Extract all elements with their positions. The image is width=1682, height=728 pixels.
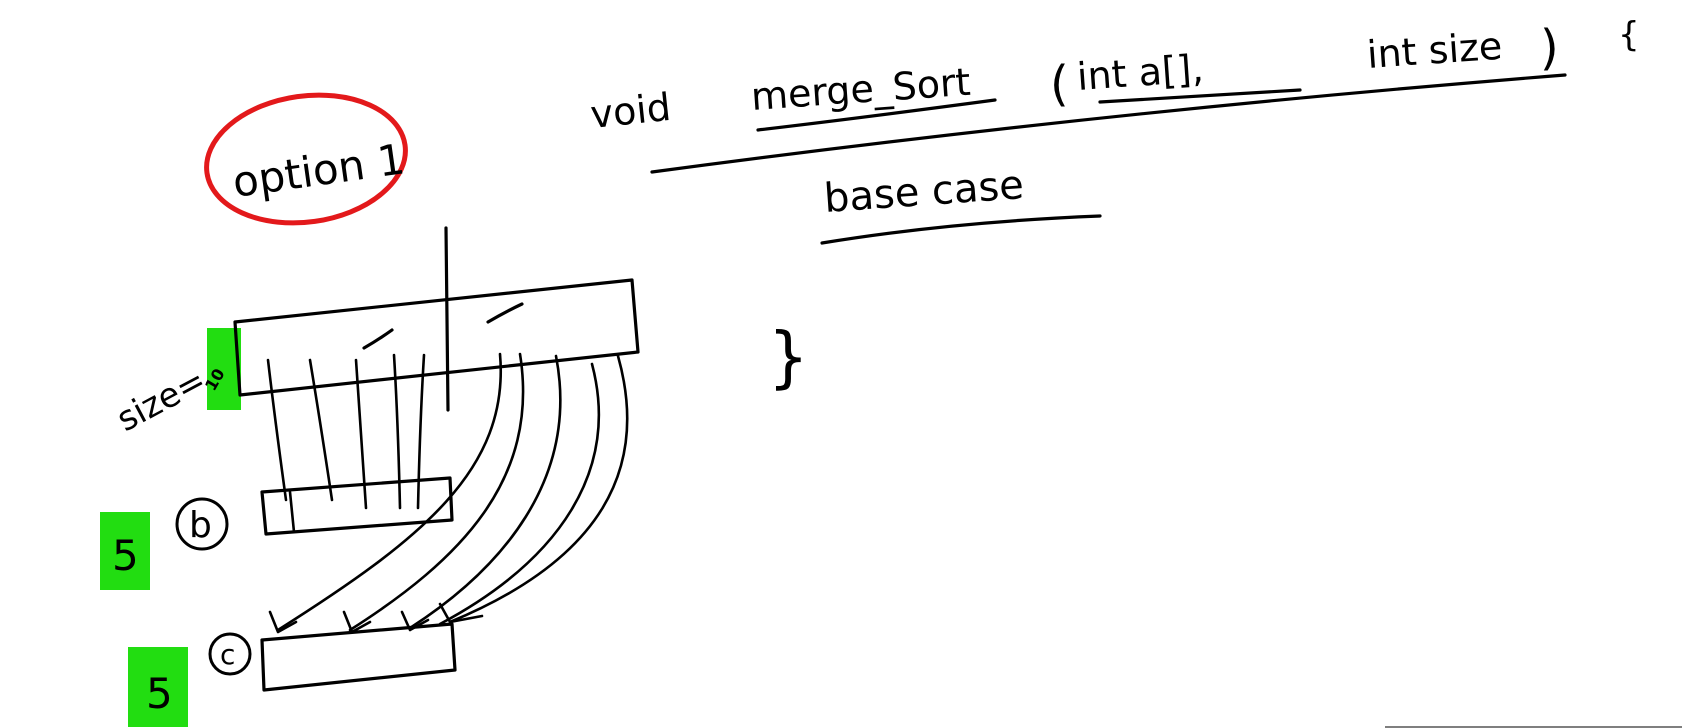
copy-line-b-4 xyxy=(392,353,402,510)
split-line xyxy=(444,226,450,412)
array-b-box xyxy=(260,476,454,536)
size-label: size= xyxy=(110,360,212,440)
arrow-head-2 xyxy=(342,610,372,634)
arrow-head-4 xyxy=(438,602,484,624)
copy-line-b-2 xyxy=(308,358,334,502)
copy-line-b-3 xyxy=(354,358,368,510)
base-case-underline xyxy=(820,214,1102,245)
param-array: int a[], xyxy=(1076,46,1205,99)
keyword-void: void xyxy=(588,85,673,137)
array-b-size: 5 xyxy=(112,531,139,580)
copy-line-c-3 xyxy=(408,354,562,630)
array-c-label: c xyxy=(220,638,235,671)
open-brace: { xyxy=(1618,15,1640,55)
copy-line-c-1 xyxy=(276,352,503,632)
option-circle xyxy=(204,92,408,226)
copy-line-c-4 xyxy=(438,362,601,626)
param-size: int size xyxy=(1366,24,1504,77)
array-b-circle xyxy=(175,497,229,551)
array-b-size-highlight xyxy=(100,512,150,590)
array-b-label: b xyxy=(189,505,212,546)
array-c-size-highlight xyxy=(128,647,188,727)
copy-line-b-1 xyxy=(266,358,288,502)
close-paren: ) xyxy=(1540,20,1559,76)
arrow-head-1 xyxy=(268,610,298,634)
array-c-circle xyxy=(208,632,252,676)
check-mark-left xyxy=(362,328,394,350)
check-mark-right xyxy=(486,302,524,324)
arrow-head-3 xyxy=(400,610,430,632)
array-c-box xyxy=(260,622,457,692)
copy-line-c-5 xyxy=(448,354,629,624)
base-case-comment: base case xyxy=(822,162,1025,222)
array-c-size: 5 xyxy=(146,669,173,718)
close-brace: } xyxy=(768,319,809,397)
array-b-inner-line xyxy=(288,490,296,534)
param-array-underline xyxy=(1098,88,1302,104)
array-a-box xyxy=(233,278,640,397)
open-paren: ( xyxy=(1050,56,1069,112)
function-name: merge_Sort xyxy=(750,60,972,119)
function-name-underline xyxy=(756,98,997,132)
signature-underline xyxy=(650,73,1567,174)
copy-line-c-2 xyxy=(348,352,525,632)
copy-line-b-5 xyxy=(416,353,426,510)
